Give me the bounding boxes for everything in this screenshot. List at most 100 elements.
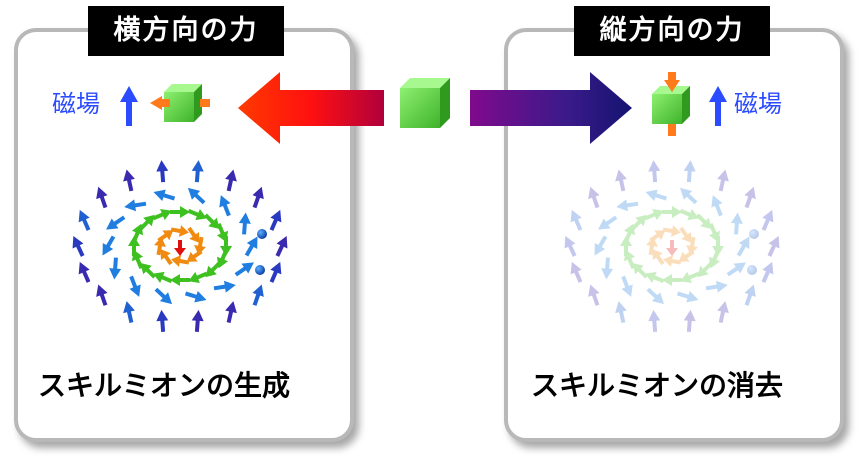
lateral-force-title: 横方向の力 <box>88 6 284 56</box>
left-field-label: 磁場 <box>52 90 100 118</box>
spin-arrow <box>106 215 126 230</box>
spin-arrow <box>123 301 135 323</box>
spin-arrow <box>96 186 108 209</box>
spin-arrow <box>564 236 577 257</box>
spin-arrow <box>129 275 141 297</box>
core-spin-arrow <box>666 240 678 256</box>
spin-arrow <box>170 225 189 237</box>
spin-arrow <box>623 249 636 270</box>
spin-arrow <box>170 206 190 218</box>
spin-arrow <box>744 284 756 306</box>
spin-arrow <box>697 261 714 278</box>
spin-arrow <box>730 212 743 235</box>
spin-arrow <box>615 169 627 192</box>
spin-ball <box>255 265 265 275</box>
spin-arrow <box>717 169 729 192</box>
spin-arrow <box>109 257 122 280</box>
spin-arrow <box>646 287 665 305</box>
spin-arrow <box>645 271 665 284</box>
right-field-up-arrow-icon <box>709 86 727 126</box>
spin-arrow <box>594 235 608 256</box>
left-cube-icon <box>164 84 202 122</box>
skyrmion-texture-right <box>564 160 780 332</box>
right-cube-icon <box>652 86 690 124</box>
skyrmion-annihilation-caption: スキルミオンの消去 <box>531 369 784 402</box>
spin-arrow <box>648 309 661 332</box>
spin-arrow <box>708 222 721 243</box>
vertical-push-arrow-icon <box>664 72 680 136</box>
spin-arrow <box>736 236 750 257</box>
spin-ball <box>749 229 759 239</box>
spin-arrow <box>213 280 236 293</box>
spin-arrow <box>96 284 108 306</box>
spin-arrow <box>244 236 258 257</box>
spin-arrow <box>216 222 229 243</box>
spin-arrow <box>662 206 682 218</box>
spin-arrow <box>711 195 723 217</box>
spin-arrow <box>123 169 135 192</box>
spin-arrow <box>252 284 264 306</box>
spin-arrow <box>588 186 600 209</box>
lateral-push-arrow-icon <box>150 96 210 110</box>
spin-arrow <box>761 209 774 231</box>
spin-arrow <box>601 257 614 280</box>
spin-arrow <box>204 213 220 230</box>
spin-arrow <box>191 309 204 332</box>
spin-arrow <box>153 271 173 284</box>
spin-arrow <box>140 262 156 279</box>
spin-arrow <box>652 249 665 266</box>
spin-arrow <box>160 249 173 266</box>
lateral-force-arrow <box>238 72 384 144</box>
spin-arrow <box>238 212 251 235</box>
spin-arrow <box>78 261 91 283</box>
spin-arrow <box>205 261 222 278</box>
spin-arrow <box>712 236 724 256</box>
spin-arrow <box>156 309 169 332</box>
spin-arrow <box>188 271 208 283</box>
skyrmion-creation-caption: スキルミオンの生成 <box>38 369 291 402</box>
spin-arrow <box>78 209 91 231</box>
spin-arrow <box>152 209 172 221</box>
vertical-force-arrow <box>470 72 632 144</box>
spin-arrow <box>154 237 166 256</box>
spin-arrow <box>138 214 155 231</box>
spin-arrow <box>683 309 696 332</box>
spin-arrow <box>708 249 721 269</box>
spin-arrow <box>191 160 204 183</box>
spin-arrow <box>225 169 237 192</box>
spin-arrow <box>194 236 206 255</box>
spin-arrow <box>186 249 203 262</box>
spin-arrow <box>679 187 698 205</box>
spin-arrow <box>683 160 696 183</box>
spin-arrow <box>761 261 774 283</box>
spin-arrow <box>620 236 632 256</box>
core-spin-arrow <box>174 240 186 256</box>
center-cube-icon <box>400 78 450 128</box>
spin-arrow <box>679 208 699 221</box>
spin-arrow <box>679 226 692 243</box>
spin-arrow <box>662 274 682 286</box>
right-field-label: 磁場 <box>734 90 782 118</box>
spin-arrow <box>767 236 780 257</box>
spin-arrow <box>678 249 695 262</box>
spin-ball <box>747 265 757 275</box>
spin-arrow <box>696 213 712 230</box>
spin-arrow <box>598 215 618 230</box>
spin-arrow <box>252 186 264 209</box>
spin-arrow <box>234 262 254 277</box>
spin-arrow <box>645 189 668 202</box>
spin-arrow <box>676 290 699 303</box>
spin-arrow <box>153 189 176 202</box>
spin-arrow <box>72 236 85 257</box>
spin-arrow <box>157 230 174 243</box>
spin-arrow <box>187 187 206 205</box>
spin-arrow <box>630 214 647 231</box>
spin-arrow <box>269 261 282 283</box>
spin-arrow <box>570 261 583 283</box>
spin-arrow <box>649 230 666 243</box>
spin-arrow <box>219 195 231 217</box>
spin-arrow <box>744 186 756 209</box>
spin-arrow <box>588 284 600 306</box>
spin-arrow <box>184 290 207 303</box>
